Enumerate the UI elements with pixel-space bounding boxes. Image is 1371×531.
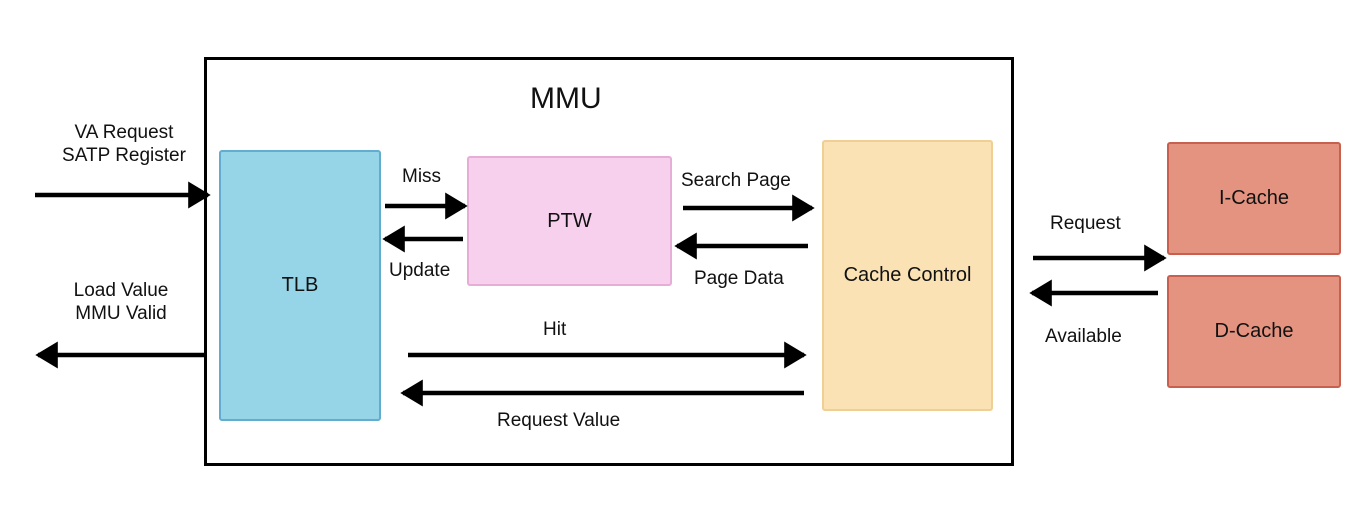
available-label: Available	[1045, 326, 1122, 347]
cache-control-label: Cache Control	[843, 264, 972, 286]
hit-label: Hit	[543, 319, 567, 340]
ptw-block: PTW	[467, 156, 672, 286]
dcache-block: D-Cache	[1167, 275, 1341, 388]
dcache-label: D-Cache	[1214, 320, 1294, 342]
va-request-label-group: VA Request SATP Register	[44, 121, 204, 167]
search-page-label: Search Page	[681, 170, 791, 191]
ptw-label: PTW	[547, 209, 592, 232]
mmu-title: MMU	[530, 82, 602, 115]
cache-control-block: Cache Control	[822, 140, 993, 411]
miss-label: Miss	[402, 166, 442, 187]
page-data-label: Page Data	[694, 268, 784, 289]
va-request-label: VA Request	[74, 122, 174, 143]
icache-label: I-Cache	[1218, 187, 1290, 209]
request-label: Request	[1050, 213, 1121, 234]
load-value-label: Load Value	[73, 280, 169, 301]
mmu-valid-label: MMU Valid	[75, 303, 167, 324]
tlb-label: TLB	[281, 274, 319, 296]
request-value-label: Request Value	[497, 410, 621, 431]
tlb-block: TLB	[219, 150, 381, 421]
load-value-label-group: Load Value MMU Valid	[40, 279, 202, 325]
satp-register-label: SATP Register	[62, 145, 186, 166]
update-label: Update	[389, 260, 451, 281]
icache-block: I-Cache	[1167, 142, 1341, 255]
